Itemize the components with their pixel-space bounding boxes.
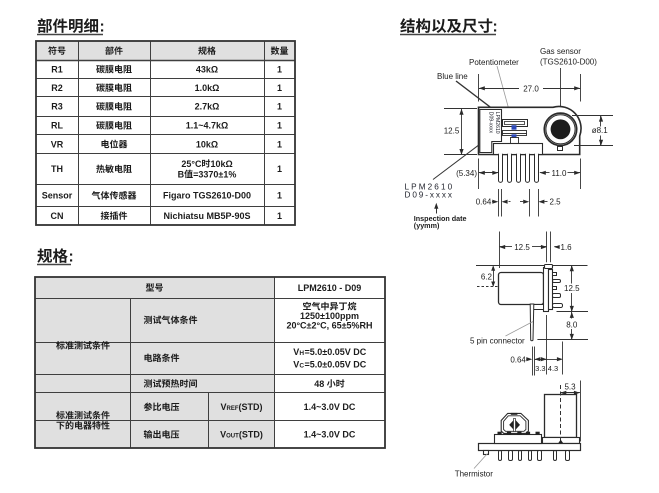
svg-text:1.6: 1.6 [561, 243, 573, 252]
svg-text:Figaro TGS2610-D00: Figaro TGS2610-D00 [163, 191, 251, 201]
svg-text:1: 1 [277, 164, 282, 174]
svg-text:1.0kΩ: 1.0kΩ [195, 83, 220, 93]
svg-text:=5.0±0.05V DC: =5.0±0.05V DC [305, 347, 367, 357]
svg-text:1: 1 [277, 64, 282, 74]
svg-text:RL: RL [51, 121, 63, 131]
svg-text:H: H [299, 350, 304, 357]
svg-text:1: 1 [277, 121, 282, 131]
svg-text:Sensor: Sensor [42, 191, 73, 201]
svg-text:1: 1 [277, 211, 282, 221]
svg-text:5.3: 5.3 [564, 383, 576, 392]
svg-text:12.5: 12.5 [444, 126, 460, 135]
svg-text:10kΩ: 10kΩ [210, 159, 232, 169]
svg-text:1.4~3.0V DC: 1.4~3.0V DC [304, 430, 356, 440]
svg-text:OUT: OUT [226, 434, 239, 440]
svg-text:27.0: 27.0 [523, 84, 539, 93]
svg-text:REF: REF [227, 406, 239, 412]
svg-text:V: V [221, 402, 227, 412]
svg-text:1.1~4.7kΩ: 1.1~4.7kΩ [186, 121, 229, 131]
svg-text:LPM2610: LPM2610 [405, 183, 455, 192]
svg-text:ø8.1: ø8.1 [592, 126, 609, 135]
svg-text:R3: R3 [51, 102, 63, 112]
svg-text:=5.0±0.05V DC: =5.0±0.05V DC [305, 360, 367, 370]
svg-text:LPM2610: LPM2610 [494, 112, 500, 134]
svg-text:20°C±2°C, 65±5%RH: 20°C±2°C, 65±5%RH [286, 320, 372, 330]
svg-text:=3370±1%: =3370±1% [193, 169, 236, 179]
svg-text:Thermistor: Thermistor [455, 470, 494, 479]
svg-text:4.3: 4.3 [548, 364, 558, 373]
svg-text:8.0: 8.0 [566, 321, 578, 330]
svg-text:(yymm): (yymm) [414, 221, 440, 230]
svg-text:1: 1 [277, 191, 282, 201]
svg-text:1: 1 [277, 83, 282, 93]
svg-text:2.7kΩ: 2.7kΩ [195, 102, 220, 112]
svg-text:3.3: 3.3 [535, 364, 545, 373]
svg-text:(STD): (STD) [239, 402, 263, 412]
svg-text:V: V [293, 347, 299, 357]
svg-text:R1: R1 [51, 64, 63, 74]
svg-text:TH: TH [51, 164, 63, 174]
svg-text:B: B [178, 169, 185, 179]
svg-text:0.64: 0.64 [510, 355, 526, 364]
svg-text:10kΩ: 10kΩ [196, 139, 218, 149]
svg-text:1.4~3.0V DC: 1.4~3.0V DC [304, 402, 356, 412]
svg-text:(STD): (STD) [239, 430, 263, 440]
svg-text:V: V [293, 360, 299, 370]
svg-text:D09-xxxx: D09-xxxx [405, 190, 454, 199]
svg-text:1: 1 [277, 139, 282, 149]
svg-text:43kΩ: 43kΩ [196, 64, 218, 74]
svg-text:11.0: 11.0 [552, 169, 568, 178]
svg-text::: : [100, 19, 105, 36]
svg-text:Inspection date: Inspection date [414, 214, 467, 223]
svg-text:Nichiatsu MB5P-90S: Nichiatsu MB5P-90S [163, 211, 250, 221]
svg-text:48: 48 [314, 379, 324, 389]
svg-text:V: V [220, 430, 226, 440]
svg-text:R2: R2 [51, 83, 63, 93]
svg-text:LPM2610 - D09: LPM2610 - D09 [298, 283, 362, 293]
svg-text::: : [493, 19, 498, 36]
svg-text:CN: CN [51, 211, 64, 221]
svg-text:12.5: 12.5 [514, 243, 530, 252]
svg-text::: : [69, 249, 74, 266]
svg-text:12.5: 12.5 [564, 284, 580, 293]
svg-text:0.64: 0.64 [476, 198, 492, 207]
svg-text:D09-xxxx: D09-xxxx [488, 112, 494, 134]
svg-text:(5.34): (5.34) [456, 169, 477, 178]
svg-text:Gas sensor: Gas sensor [540, 47, 581, 56]
svg-text:2.5: 2.5 [550, 198, 562, 207]
svg-text:1: 1 [277, 102, 282, 112]
svg-text:Blue line: Blue line [437, 72, 468, 81]
svg-text:C: C [299, 363, 304, 370]
svg-text:Potentiometer: Potentiometer [469, 58, 519, 67]
svg-text:25°C: 25°C [181, 159, 202, 169]
svg-text:1250±100ppm: 1250±100ppm [300, 311, 359, 321]
svg-text:5 pin connector: 5 pin connector [470, 337, 525, 346]
svg-text:6.2: 6.2 [481, 272, 493, 281]
svg-text:VR: VR [51, 139, 64, 149]
svg-text:(TGS2610-D00): (TGS2610-D00) [540, 58, 597, 67]
